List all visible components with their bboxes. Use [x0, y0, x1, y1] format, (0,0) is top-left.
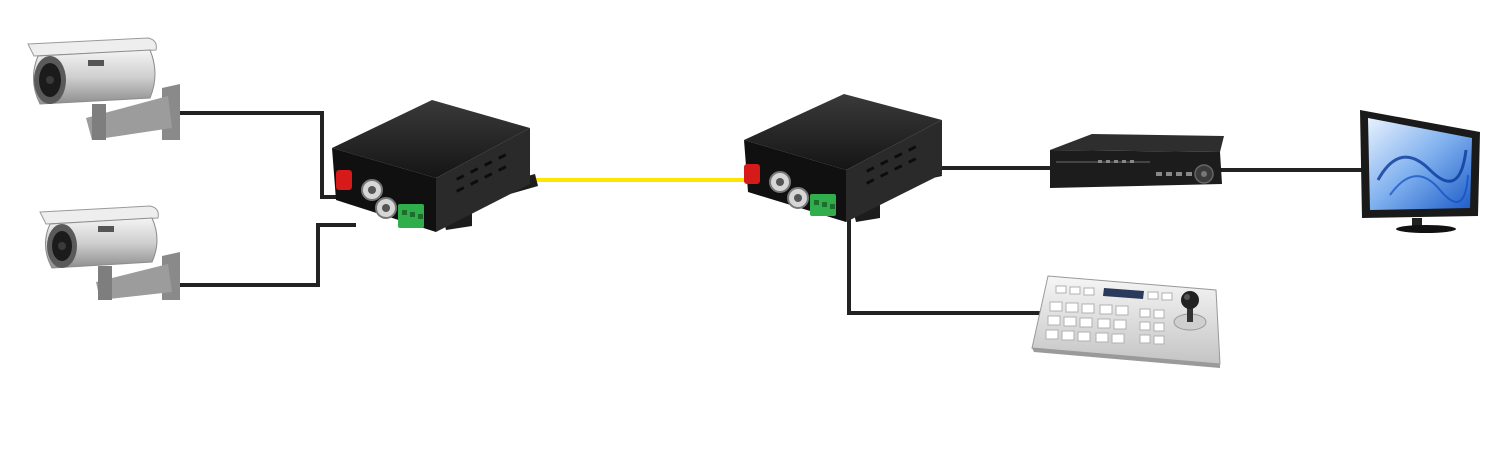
ptz-keyboard	[1031, 275, 1221, 368]
joystick-keyboard-icon	[1031, 275, 1221, 368]
camera-2	[39, 205, 180, 300]
dvr-icon	[1050, 134, 1224, 188]
monitor	[1360, 110, 1480, 233]
bullet-camera-icon	[39, 205, 180, 300]
transmitter	[332, 100, 538, 232]
cable-receiver-to-ptz-keyboard	[847, 218, 1040, 315]
fiber-converter-icon	[332, 100, 538, 232]
receiver	[744, 94, 942, 222]
monitor-icon	[1360, 110, 1480, 233]
cable-camera-1-to-transmitter	[178, 111, 352, 199]
cable-camera-2-to-transmitter	[178, 223, 356, 287]
bullet-camera-icon	[27, 37, 180, 140]
fiber-converter-icon	[744, 94, 942, 222]
fiber-port-icon	[336, 170, 352, 190]
dvr	[1050, 134, 1224, 188]
camera-1	[27, 37, 180, 140]
fiber-port-icon	[744, 164, 760, 184]
